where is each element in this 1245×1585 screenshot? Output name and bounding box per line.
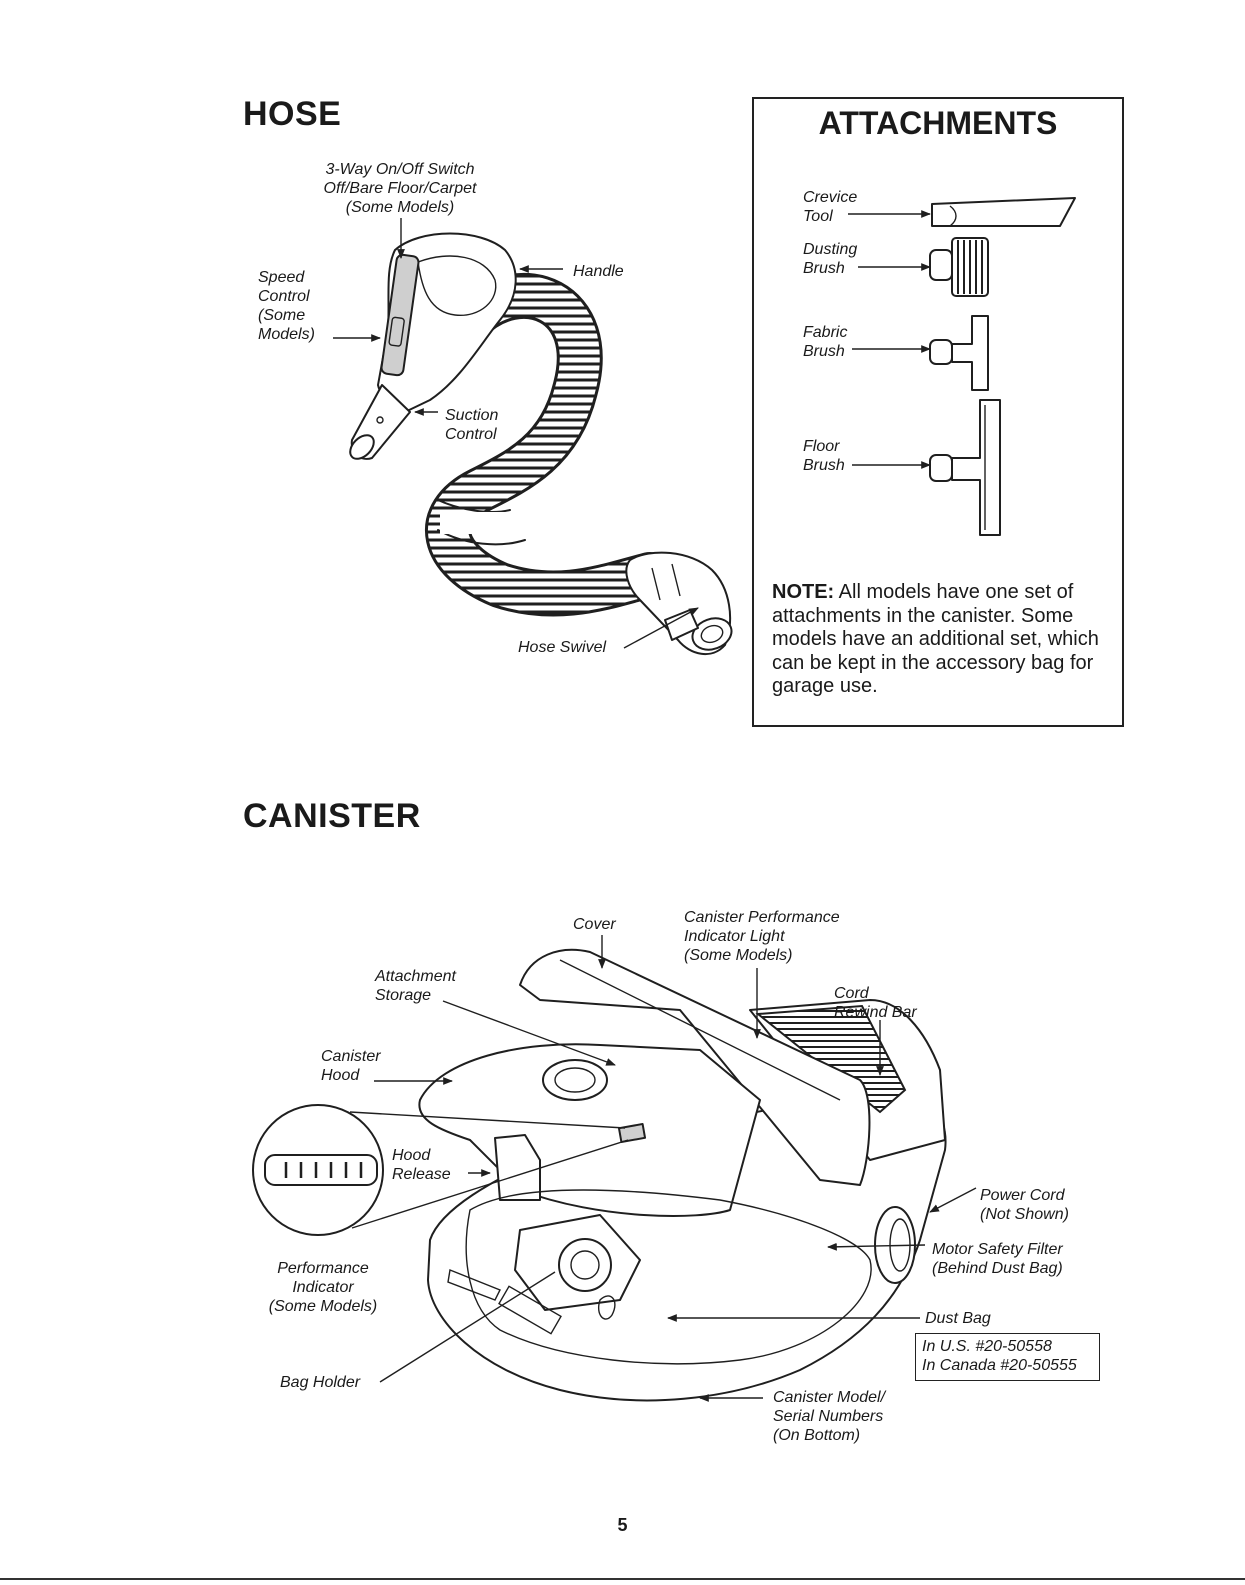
cord-rewind-label: Cord Rewind Bar bbox=[834, 985, 917, 1021]
canister-hood-label: Canister Hood bbox=[321, 1048, 381, 1084]
dusting-brush-label: Dusting Brush bbox=[803, 241, 858, 277]
switch-label: 3-Way On/Off Switch Off/Bare Floor/Carpe… bbox=[323, 161, 477, 216]
motor-filter-label: Motor Safety Filter (Behind Dust Bag) bbox=[932, 1241, 1063, 1277]
page-number: 5 bbox=[617, 1515, 628, 1535]
canister-cover bbox=[519, 948, 871, 1186]
performance-light-label: Canister Performance Indicator Light (So… bbox=[684, 909, 840, 964]
attachments-note: NOTE: All models have one set of attachm… bbox=[772, 581, 1117, 699]
dust-bag-numbers: In U.S. #20-50558 In Canada #20-50555 bbox=[915, 1333, 1100, 1381]
hose-illustration bbox=[349, 232, 733, 655]
canister-heading: CANISTER bbox=[243, 797, 421, 835]
note-prefix: NOTE: bbox=[772, 581, 835, 603]
note-text: All models have one set of attachments i… bbox=[772, 581, 1099, 697]
hose-swivel-label: Hose Swivel bbox=[518, 639, 607, 656]
canister-illustration bbox=[418, 948, 947, 1402]
crevice-tool-label: Crevice Tool bbox=[803, 189, 858, 225]
handle-label: Handle bbox=[573, 263, 624, 280]
dust-bag-label: Dust Bag bbox=[925, 1310, 991, 1327]
model-serial-label: Canister Model/ Serial Numbers (On Botto… bbox=[773, 1389, 886, 1444]
performance-indicator-zoom bbox=[252, 1104, 629, 1236]
hood-release-label: Hood Release bbox=[392, 1147, 451, 1183]
bag-holder-label: Bag Holder bbox=[280, 1374, 361, 1391]
power-cord-label: Power Cord (Not Shown) bbox=[980, 1187, 1069, 1223]
bottom-rule bbox=[0, 1578, 1245, 1580]
attachment-storage-label: Attachment Storage bbox=[375, 968, 456, 1004]
speed-control-label: Speed Control (Some Models) bbox=[258, 269, 315, 343]
attachments-heading: ATTACHMENTS bbox=[818, 105, 1058, 141]
suction-control-label: Suction Control bbox=[445, 407, 499, 443]
fabric-brush-label: Fabric Brush bbox=[803, 324, 848, 360]
attachments-box bbox=[752, 97, 1124, 727]
floor-brush-label: Floor Brush bbox=[803, 438, 845, 474]
performance-indicator-label: Performance Indicator (Some Models) bbox=[268, 1260, 378, 1315]
attachment-drawings bbox=[929, 197, 1076, 536]
hose-heading: HOSE bbox=[243, 95, 342, 133]
cover-label: Cover bbox=[573, 916, 616, 933]
